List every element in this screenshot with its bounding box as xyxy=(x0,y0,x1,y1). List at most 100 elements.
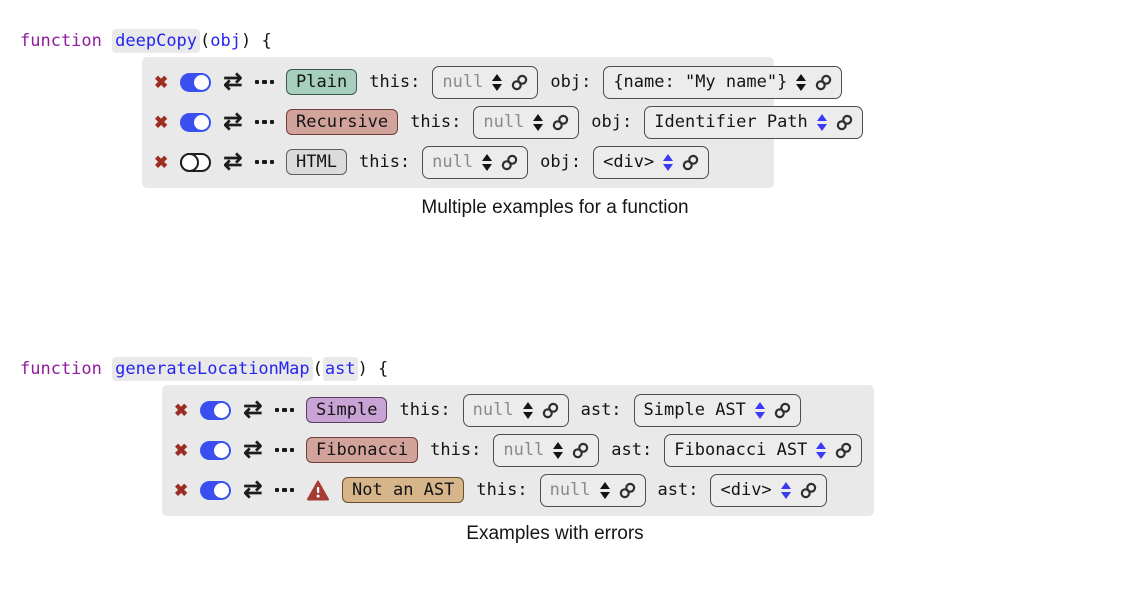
stepper-down-icon[interactable] xyxy=(522,411,533,419)
stepper-down-icon[interactable] xyxy=(482,163,493,171)
function-signature[interactable]: function generateLocationMap(ast) { xyxy=(20,356,874,382)
example-name-badge[interactable]: HTML xyxy=(286,149,347,175)
link-icon[interactable] xyxy=(774,402,791,419)
link-icon[interactable] xyxy=(501,154,518,171)
keyword-function: function xyxy=(20,359,102,379)
link-icon[interactable] xyxy=(682,154,699,171)
value-stepper[interactable] xyxy=(816,113,827,131)
stepper-up-icon[interactable] xyxy=(533,113,544,121)
param-label-this: this: xyxy=(399,400,451,420)
value-field-obj[interactable]: <div> xyxy=(593,145,710,179)
value-stepper[interactable] xyxy=(796,73,807,91)
stepper-up-icon[interactable] xyxy=(780,481,791,489)
example-name-badge[interactable]: Plain xyxy=(286,69,358,95)
more-options-button[interactable] xyxy=(274,407,295,413)
stepper-down-icon[interactable] xyxy=(663,163,674,171)
more-options-button[interactable] xyxy=(254,119,275,125)
stepper-down-icon[interactable] xyxy=(599,491,610,499)
stepper-down-icon[interactable] xyxy=(780,491,791,499)
example-name-badge[interactable]: Fibonacci xyxy=(306,437,419,463)
value-field-obj[interactable]: Identifier Path xyxy=(644,105,863,139)
dot xyxy=(274,407,280,413)
stepper-down-icon[interactable] xyxy=(796,83,807,91)
value-stepper[interactable] xyxy=(780,481,791,499)
reorder-icon[interactable]: ⇄ xyxy=(223,147,243,174)
stepper-up-icon[interactable] xyxy=(492,73,503,81)
enable-example-toggle[interactable] xyxy=(200,400,232,420)
stepper-up-icon[interactable] xyxy=(796,73,807,81)
link-icon[interactable] xyxy=(619,482,636,499)
example-name-badge[interactable]: Not an AST xyxy=(342,477,465,503)
stepper-down-icon[interactable] xyxy=(754,411,765,419)
value-stepper[interactable] xyxy=(553,441,564,459)
value-stepper[interactable] xyxy=(492,73,503,91)
value-field-this[interactable]: null xyxy=(493,433,600,467)
value-stepper[interactable] xyxy=(522,401,533,419)
value-stepper[interactable] xyxy=(482,153,493,171)
value-field-this[interactable]: null xyxy=(539,473,646,507)
reorder-icon[interactable]: ⇄ xyxy=(243,395,263,422)
value-stepper[interactable] xyxy=(599,481,610,499)
value-field-this[interactable]: null xyxy=(432,65,539,99)
value-stepper[interactable] xyxy=(533,113,544,131)
more-options-button[interactable] xyxy=(254,159,275,165)
remove-example-button[interactable]: ✖ xyxy=(174,440,189,460)
link-icon[interactable] xyxy=(836,114,853,131)
param-label-ast: ast: xyxy=(580,400,622,420)
value-stepper[interactable] xyxy=(754,401,765,419)
link-icon[interactable] xyxy=(542,402,559,419)
warning-icon[interactable] xyxy=(306,480,330,501)
example-name-badge[interactable]: Recursive xyxy=(286,109,399,135)
example-name-badge[interactable]: Simple xyxy=(306,397,388,423)
stepper-up-icon[interactable] xyxy=(816,441,827,449)
link-icon[interactable] xyxy=(835,442,852,459)
value-field-this[interactable]: null xyxy=(462,393,569,427)
remove-example-button[interactable]: ✖ xyxy=(154,112,169,132)
more-options-button[interactable] xyxy=(274,487,295,493)
stepper-up-icon[interactable] xyxy=(754,401,765,409)
value-field-obj[interactable]: {name: "My name"} xyxy=(603,65,843,99)
enable-example-toggle[interactable] xyxy=(180,72,212,92)
link-icon[interactable] xyxy=(511,74,528,91)
remove-example-button[interactable]: ✖ xyxy=(174,400,189,420)
value-field-this[interactable]: null xyxy=(422,145,529,179)
example-row: ✖ ⇄ Recursive this: null obj: Identifier… xyxy=(154,102,863,142)
reorder-icon[interactable]: ⇄ xyxy=(223,107,243,134)
value-stepper[interactable] xyxy=(816,441,827,459)
stepper-down-icon[interactable] xyxy=(553,451,564,459)
remove-example-button[interactable]: ✖ xyxy=(154,152,169,172)
value-stepper[interactable] xyxy=(663,153,674,171)
param-label-this: this: xyxy=(476,480,528,500)
function-name: generateLocationMap xyxy=(112,357,313,381)
function-signature[interactable]: function deepCopy(obj) { xyxy=(20,28,774,54)
remove-example-button[interactable]: ✖ xyxy=(154,72,169,92)
enable-example-toggle[interactable] xyxy=(180,112,212,132)
enable-example-toggle[interactable] xyxy=(200,440,232,460)
value-field-this[interactable]: null xyxy=(473,105,580,139)
stepper-up-icon[interactable] xyxy=(482,153,493,161)
link-icon[interactable] xyxy=(815,74,832,91)
reorder-icon[interactable]: ⇄ xyxy=(243,475,263,502)
enable-example-toggle[interactable] xyxy=(180,152,212,172)
link-icon[interactable] xyxy=(800,482,817,499)
stepper-down-icon[interactable] xyxy=(816,451,827,459)
stepper-down-icon[interactable] xyxy=(533,123,544,131)
more-options-button[interactable] xyxy=(254,79,275,85)
stepper-down-icon[interactable] xyxy=(492,83,503,91)
reorder-icon[interactable]: ⇄ xyxy=(243,435,263,462)
stepper-up-icon[interactable] xyxy=(553,441,564,449)
stepper-down-icon[interactable] xyxy=(816,123,827,131)
enable-example-toggle[interactable] xyxy=(200,480,232,500)
value-field-ast[interactable]: Fibonacci AST xyxy=(664,433,863,467)
link-icon[interactable] xyxy=(552,114,569,131)
stepper-up-icon[interactable] xyxy=(663,153,674,161)
reorder-icon[interactable]: ⇄ xyxy=(223,67,243,94)
stepper-up-icon[interactable] xyxy=(599,481,610,489)
stepper-up-icon[interactable] xyxy=(816,113,827,121)
value-field-ast[interactable]: Simple AST xyxy=(633,393,801,427)
value-field-ast[interactable]: <div> xyxy=(710,473,827,507)
more-options-button[interactable] xyxy=(274,447,295,453)
stepper-up-icon[interactable] xyxy=(522,401,533,409)
link-icon[interactable] xyxy=(572,442,589,459)
remove-example-button[interactable]: ✖ xyxy=(174,480,189,500)
